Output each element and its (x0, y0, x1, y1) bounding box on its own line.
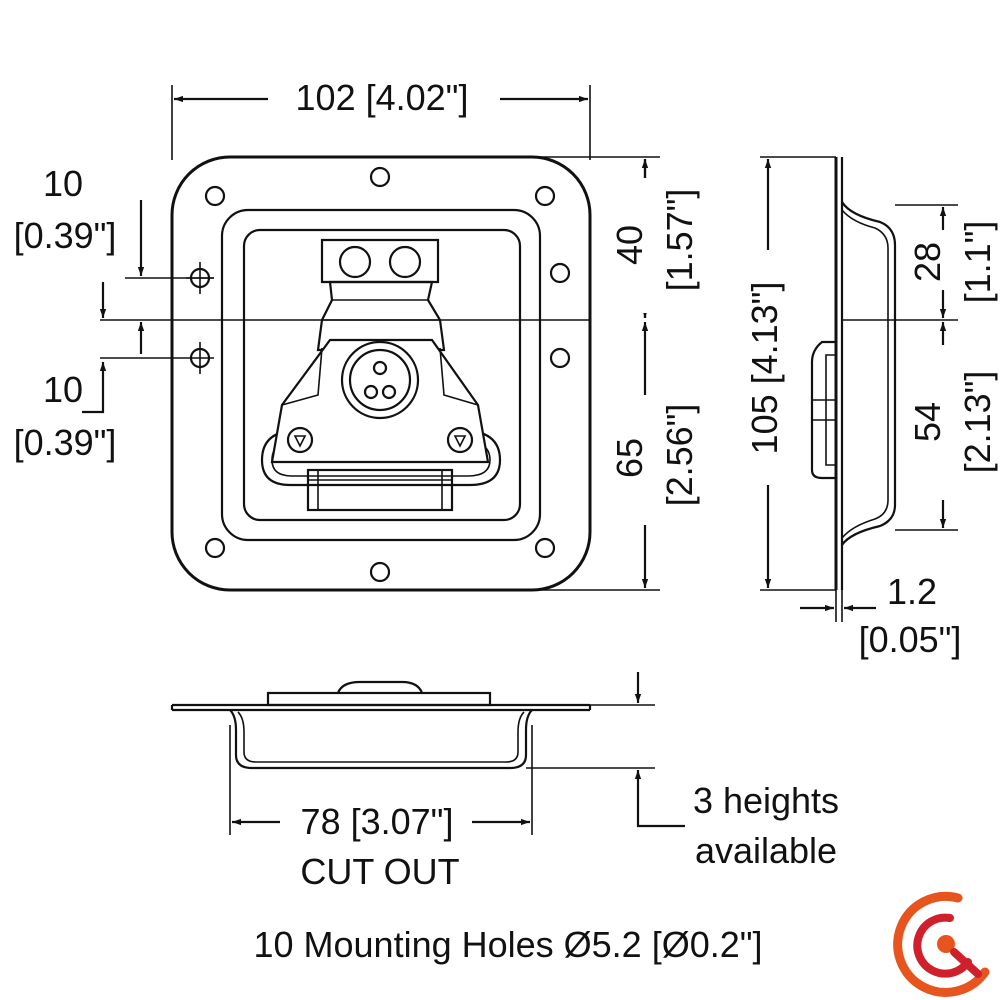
recess-outer-outline (220, 208, 542, 542)
side-upper-dim-mm: 28 (907, 242, 948, 282)
heights-note-line2: available (695, 830, 837, 871)
mounting-hole (204, 537, 226, 559)
mounting-hole (369, 561, 391, 583)
side-lower-dim-mm: 54 (907, 402, 948, 442)
bottom-view: 3 heights available 78 [3.07"] CUT OUT (170, 672, 839, 892)
cutout-label: CUT OUT (300, 851, 459, 892)
mounting-hole (204, 185, 226, 207)
mounting-hole (534, 185, 556, 207)
side-upper-dim-in: [1.1"] (957, 221, 998, 304)
side-height-dim: 105 [4.13"] (744, 282, 785, 455)
right-upper-dim-mm: 40 (609, 225, 650, 265)
front-view: 102 [4.02"] 10 [0.39"] 10 [0.39"] 40 [1.… (14, 77, 700, 592)
right-upper-dim-in: [1.57"] (659, 189, 700, 292)
left-top-offset-in: [0.39"] (14, 215, 117, 256)
width-dimension-label: 102 [4.02"] (296, 77, 469, 118)
left-bottom-offset-mm: 10 (43, 369, 83, 410)
mounting-hole (549, 262, 571, 284)
mounting-hole (549, 347, 571, 369)
right-lower-dim-mm: 65 (609, 438, 650, 478)
cutout-width-dim: 78 [3.07"] (301, 801, 454, 842)
thickness-dim-mm: 1.2 (887, 571, 937, 612)
left-bottom-offset-in: [0.39"] (14, 422, 117, 463)
brand-logo-icon (893, 891, 990, 997)
side-lower-dim-in: [2.13"] (957, 371, 998, 474)
recess-inner-outline (242, 228, 522, 522)
latch-mechanism (260, 238, 502, 512)
outer-plate-outline (170, 155, 592, 592)
left-top-offset-mm: 10 (43, 163, 83, 204)
side-view: 105 [4.13"] 28 [1.1"] 54 [2.13"] 1.2 [0.… (744, 156, 998, 660)
mounting-holes-note: 10 Mounting Holes Ø5.2 [Ø0.2"] (253, 924, 762, 965)
thickness-dim-in: [0.05"] (859, 619, 962, 660)
mounting-holes (186, 166, 571, 583)
right-lower-dim-in: [2.56"] (659, 404, 700, 507)
mounting-hole (534, 537, 556, 559)
mounting-hole (369, 166, 391, 188)
heights-note-line1: 3 heights (693, 780, 839, 821)
